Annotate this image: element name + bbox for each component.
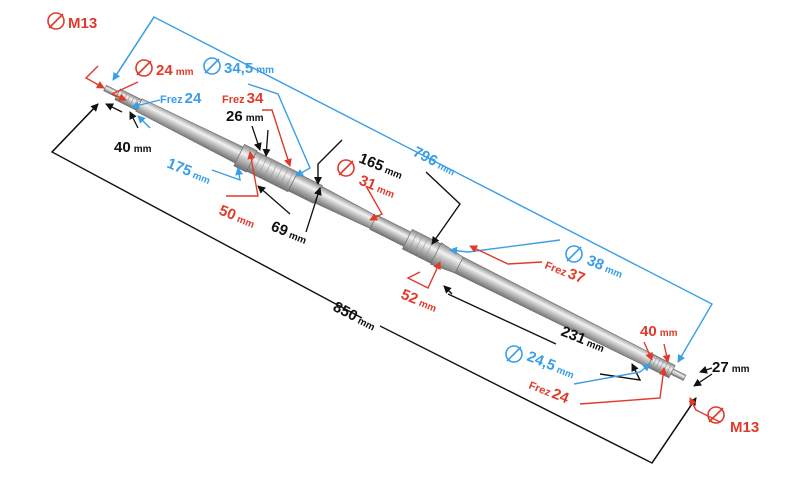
dim-40-left-line xyxy=(105,103,139,129)
label-d245: 24,5mm xyxy=(525,348,578,383)
dim-40-right-line xyxy=(643,341,671,363)
label-len796: 796mm xyxy=(410,143,459,179)
leader-frez24-left xyxy=(131,99,161,110)
dim-165-line xyxy=(314,139,461,245)
dim-26-line xyxy=(251,125,271,157)
leader-frez34 xyxy=(262,109,292,167)
label-m13-left: M13 xyxy=(68,15,97,32)
leader-d38 xyxy=(449,239,561,255)
label-len69: 69mm xyxy=(269,218,310,248)
label-len50: 50mm xyxy=(217,202,258,232)
dim-850-line xyxy=(50,103,697,464)
label-frez37: Frez37 xyxy=(543,256,588,287)
dim-27-line xyxy=(693,365,713,387)
diameter-icon-24-left xyxy=(135,59,153,77)
diameter-icon-38 xyxy=(565,245,583,263)
axle-shaft xyxy=(103,84,687,381)
label-m13-right: M13 xyxy=(730,419,759,436)
leader-m13-right xyxy=(689,397,721,423)
dim-175-line xyxy=(137,115,244,182)
diameter-icon-31 xyxy=(337,159,355,177)
leader-d345 xyxy=(247,83,311,177)
leader-frez24-right xyxy=(579,367,668,405)
dim-231-line xyxy=(443,285,642,381)
leader-d24-left xyxy=(110,81,139,101)
dim-69-line xyxy=(257,185,322,233)
dim-50-line xyxy=(226,151,259,197)
label-len52: 52mm xyxy=(399,286,440,316)
leader-m13-left xyxy=(84,65,105,89)
leader-d245 xyxy=(573,363,651,385)
diameter-icon-345 xyxy=(203,57,221,75)
label-len850: 850mm xyxy=(330,298,379,334)
diameter-icon-245 xyxy=(505,345,523,363)
dim-52-line xyxy=(406,261,441,289)
diameter-icon-m13-left xyxy=(47,12,65,30)
leader-d31 xyxy=(365,185,383,221)
dim-796-line xyxy=(112,16,713,363)
leader-frez37 xyxy=(469,245,543,265)
label-len175: 175mm xyxy=(165,155,214,188)
